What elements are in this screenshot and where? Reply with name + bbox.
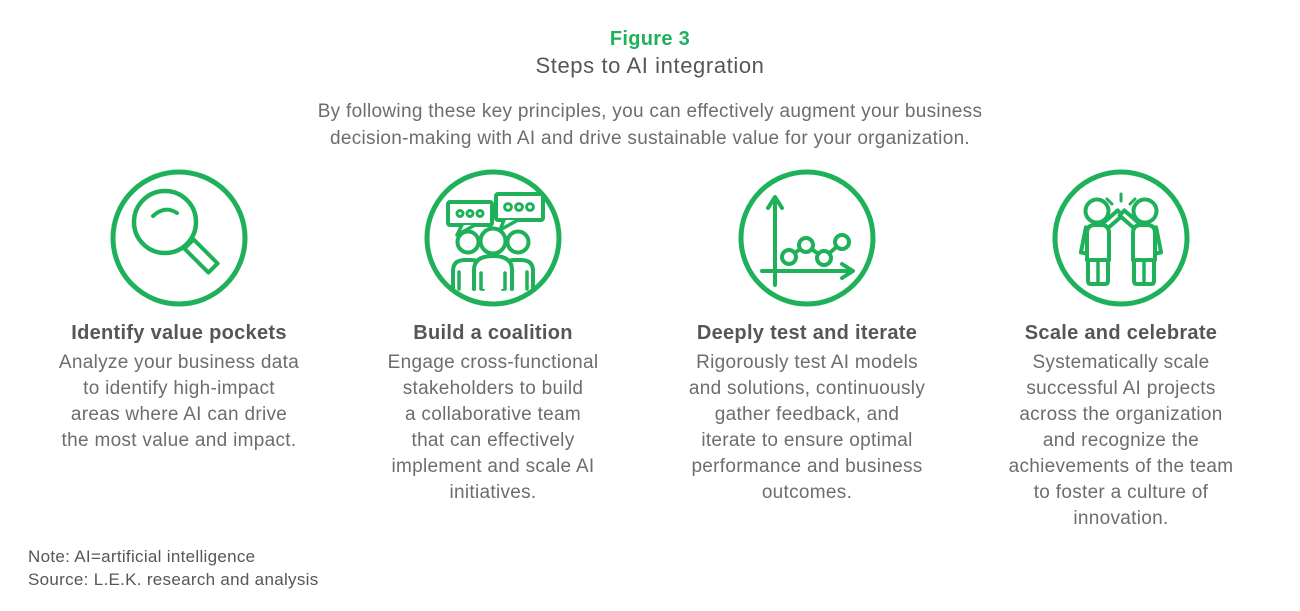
figure-footer: Note: AI=artificial intelligence Source:…	[28, 545, 319, 591]
step-build-a-coalition: Build a coalition Engage cross-functiona…	[336, 168, 650, 532]
steps-row: Identify value pockets Analyze your busi…	[0, 168, 1300, 532]
step-identify-value-pockets: Identify value pockets Analyze your busi…	[22, 168, 336, 532]
step-body: Rigorously test AI models and solutions,…	[688, 352, 926, 503]
high-five-icon	[1051, 168, 1191, 308]
step-heading: Deeply test and iterate	[696, 322, 918, 344]
step-scale-and-celebrate: Scale and celebrate Systematically scale…	[964, 168, 1278, 532]
team-discussion-icon	[423, 168, 563, 308]
step-deeply-test-and-iterate: Deeply test and iterate Rigorously test …	[650, 168, 964, 532]
footer-source: Source: L.E.K. research and analysis	[28, 570, 319, 589]
step-heading: Build a coalition	[413, 322, 573, 344]
chart-iterate-icon	[737, 168, 877, 308]
figure-intro: By following these key principles, you c…	[317, 101, 983, 149]
step-heading: Scale and celebrate	[1024, 322, 1218, 344]
step-body: Engage cross-functional stakeholders to …	[387, 352, 599, 503]
footer-note: Note: AI=artificial intelligence	[28, 547, 256, 566]
figure-title: Steps to AI integration	[535, 53, 765, 78]
magnifier-icon	[109, 168, 249, 308]
figure-label: Figure 3	[609, 28, 691, 50]
step-body: Analyze your business data to identify h…	[58, 352, 300, 451]
step-heading: Identify value pockets	[71, 322, 287, 344]
step-body: Systematically scale successful AI proje…	[1008, 352, 1234, 529]
